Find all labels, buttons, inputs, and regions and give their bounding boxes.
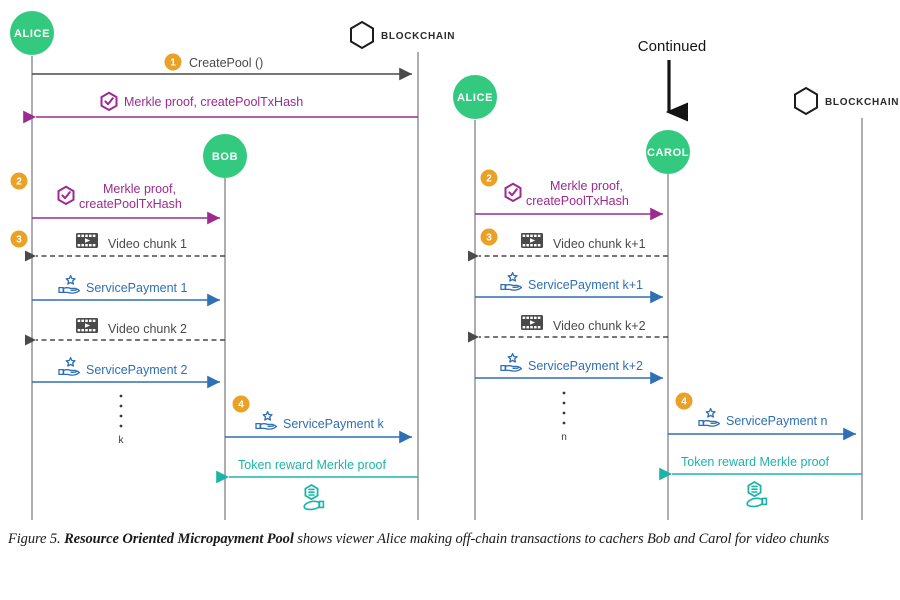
token-reward-icon	[746, 481, 768, 508]
step-badge-2-left-label: 2	[16, 177, 22, 188]
service-payment-icon	[255, 410, 278, 430]
message-token-reward-left-label: Token reward Merkle proof	[238, 458, 387, 472]
message-service-payment-2[interactable]: ServicePayment 2	[32, 356, 220, 389]
step-badge-2-left	[10, 172, 28, 190]
message-video-chunk-2-label: Video chunk 2	[108, 322, 187, 336]
actor-bob-label: BOB	[212, 151, 238, 163]
continued-label: Continued	[638, 38, 706, 55]
merkle-proof-icon	[100, 91, 118, 111]
message-merkle-proof-carol-line1: Merkle proof,	[550, 179, 623, 193]
step-badge-3-right	[480, 228, 498, 246]
message-createpool[interactable]: 1 CreatePool ()	[32, 53, 412, 81]
actor-carol[interactable]: CAROL	[646, 130, 690, 174]
message-merkle-proof-carol-line2: createPoolTxHash	[526, 194, 629, 208]
message-service-payment-n-label: ServicePayment n	[726, 414, 827, 428]
continued-marker: Continued	[638, 38, 706, 122]
actor-carol-label: CAROL	[647, 147, 689, 159]
video-chunk-icon	[521, 315, 543, 330]
message-service-payment-1[interactable]: ServicePayment 1	[32, 274, 220, 307]
step-badge-3-right-label: 3	[486, 233, 492, 244]
ellipsis-right-label: n	[561, 432, 567, 443]
actor-alice-left-label: ALICE	[14, 28, 50, 40]
message-merkle-proof-chain-label: Merkle proof, createPoolTxHash	[124, 95, 303, 109]
actor-alice-right-label: ALICE	[457, 92, 493, 104]
message-service-payment-k1[interactable]: ServicePayment k+1	[475, 271, 663, 304]
sequence-diagram: ALICE BOB BLOCKCHAIN 1 CreatePool () Mer…	[10, 11, 899, 520]
hexagon-icon	[794, 86, 818, 116]
right-panel: Continued ALICE CAROL BLOCKCHAIN 2 Merkl…	[453, 38, 899, 520]
service-payment-icon	[698, 407, 721, 427]
actor-alice-right[interactable]: ALICE	[453, 75, 497, 119]
message-merkle-proof-chain[interactable]: Merkle proof, createPoolTxHash	[23, 91, 418, 124]
video-chunk-icon	[76, 318, 98, 333]
service-payment-icon	[500, 352, 523, 372]
service-payment-icon	[58, 274, 81, 294]
message-merkle-proof-carol[interactable]: 2 Merkle proof, createPoolTxHash	[475, 169, 663, 221]
message-video-chunk-k1[interactable]: 3 Video chunk k+1	[467, 228, 668, 262]
message-service-payment-k2[interactable]: ServicePayment k+2	[475, 352, 663, 385]
message-service-payment-2-label: ServicePayment 2	[86, 363, 187, 377]
message-service-payment-k-label: ServicePayment k	[283, 417, 384, 431]
token-reward-icon	[303, 484, 325, 511]
message-video-chunk-2[interactable]: Video chunk 2	[24, 318, 225, 346]
message-service-payment-k2-label: ServicePayment k+2	[528, 359, 643, 373]
message-token-reward-right[interactable]: Token reward Merkle proof	[659, 455, 862, 508]
message-service-payment-1-label: ServicePayment 1	[86, 281, 187, 295]
merkle-proof-icon	[57, 185, 75, 205]
message-service-payment-n[interactable]: 4 ServicePayment n	[668, 392, 856, 441]
video-chunk-icon	[521, 233, 543, 248]
message-token-reward-left[interactable]: Token reward Merkle proof	[216, 458, 418, 511]
step-badge-4-right-label: 4	[681, 397, 687, 408]
ellipsis-right: n	[561, 391, 567, 443]
message-createpool-label: CreatePool ()	[189, 56, 263, 70]
step-badge-1	[164, 53, 182, 71]
video-chunk-icon	[76, 233, 98, 248]
step-badge-2-right-label: 2	[486, 174, 492, 185]
message-token-reward-right-label: Token reward Merkle proof	[681, 455, 830, 469]
message-video-chunk-1-label: Video chunk 1	[108, 237, 187, 251]
figure-caption: Figure 5. Resource Oriented Micropayment…	[8, 527, 892, 552]
caption-title: Resource Oriented Micropayment Pool	[64, 531, 294, 547]
message-service-payment-k1-label: ServicePayment k+1	[528, 278, 643, 292]
message-video-chunk-k1-label: Video chunk k+1	[553, 237, 646, 251]
step-badge-3-left	[10, 230, 28, 248]
message-service-payment-k[interactable]: 4 ServicePayment k	[225, 395, 412, 444]
actor-blockchain-right[interactable]: BLOCKCHAIN	[794, 86, 899, 116]
actor-alice-left[interactable]: ALICE	[10, 11, 54, 55]
actor-blockchain-left-label: BLOCKCHAIN	[381, 31, 455, 42]
ellipsis-left-label: k	[119, 435, 125, 446]
message-video-chunk-1[interactable]: 3 Video chunk 1	[10, 230, 226, 262]
left-panel: ALICE BOB BLOCKCHAIN 1 CreatePool () Mer…	[10, 11, 455, 520]
step-badge-3-left-label: 3	[16, 235, 22, 246]
message-video-chunk-k2-label: Video chunk k+2	[553, 319, 646, 333]
actor-blockchain-left[interactable]: BLOCKCHAIN	[350, 20, 455, 50]
merkle-proof-icon	[504, 182, 522, 202]
message-merkle-proof-bob[interactable]: 2 Merkle proof, createPoolTxHash	[10, 172, 221, 225]
actor-blockchain-right-label: BLOCKCHAIN	[825, 97, 899, 108]
service-payment-icon	[58, 356, 81, 376]
ellipsis-left: k	[119, 394, 125, 446]
step-badge-4-left	[232, 395, 250, 413]
message-merkle-proof-bob-line2: createPoolTxHash	[79, 197, 182, 211]
step-badge-2-right	[480, 169, 498, 187]
message-merkle-proof-bob-line1: Merkle proof,	[103, 182, 176, 196]
hexagon-icon	[350, 20, 374, 50]
step-badge-4-left-label: 4	[238, 400, 244, 411]
caption-body: shows viewer Alice making off-chain tran…	[297, 531, 830, 547]
step-badge-4-right	[675, 392, 693, 410]
actor-bob[interactable]: BOB	[203, 134, 247, 178]
caption-prefix: Figure 5.	[8, 531, 61, 547]
step-badge-1-label: 1	[170, 58, 176, 69]
service-payment-icon	[500, 271, 523, 291]
message-video-chunk-k2[interactable]: Video chunk k+2	[467, 315, 668, 343]
